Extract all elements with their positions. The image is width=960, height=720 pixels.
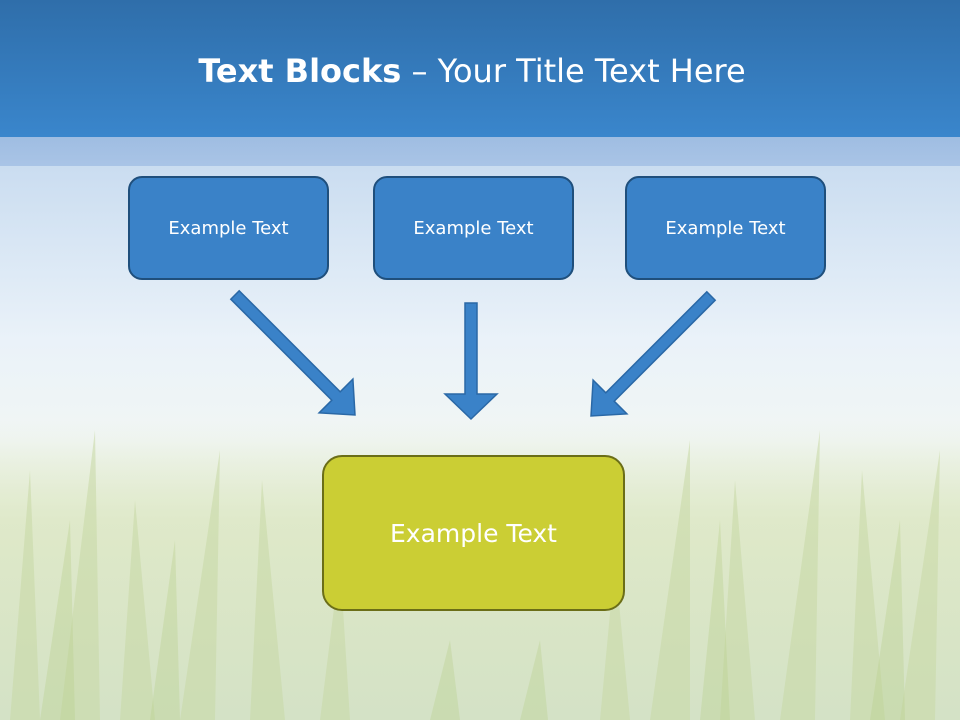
text-block-right: Example Text xyxy=(625,176,826,280)
arrow-right-diagonal xyxy=(590,290,717,417)
text-block-center: Example Text xyxy=(322,455,625,611)
text-block-middle-label: Example Text xyxy=(413,217,534,239)
text-block-left: Example Text xyxy=(128,176,329,280)
text-block-right-label: Example Text xyxy=(665,217,786,239)
text-block-middle: Example Text xyxy=(373,176,574,280)
title-underline-band xyxy=(0,137,960,166)
title-bar xyxy=(0,0,960,137)
arrow-middle-down xyxy=(443,302,499,421)
slide-title: Text Blocks – Your Title Text Here xyxy=(0,52,944,90)
title-regular: Your Title Text Here xyxy=(437,52,746,90)
title-separator: – xyxy=(401,52,438,90)
text-block-center-label: Example Text xyxy=(390,518,557,548)
arrow-left-diagonal xyxy=(229,289,356,416)
text-block-left-label: Example Text xyxy=(168,217,289,239)
title-bold: Text Blocks xyxy=(198,52,402,90)
